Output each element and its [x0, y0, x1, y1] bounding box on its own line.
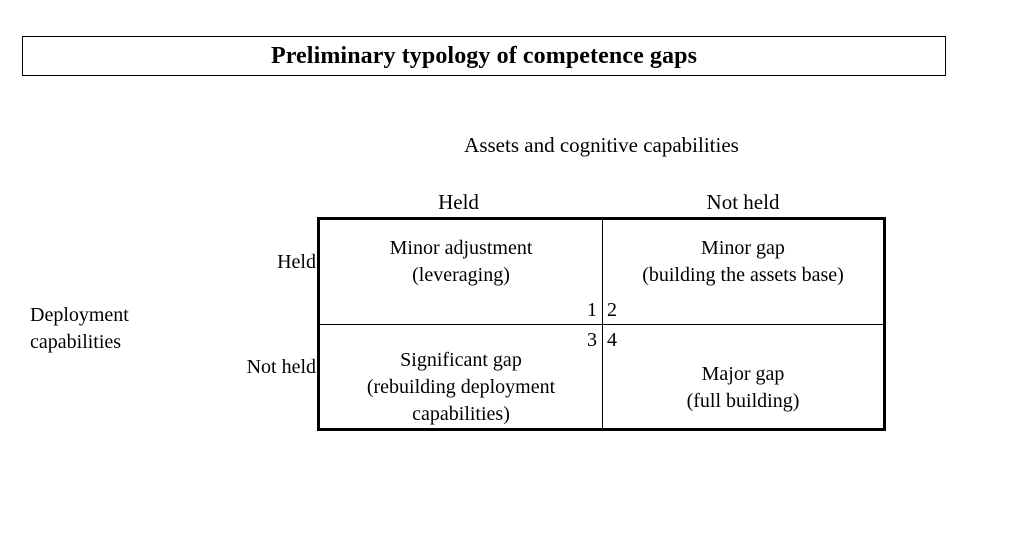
matrix-cell-1-label: Minor adjustment (leveraging) [389, 237, 533, 286]
title-box: Preliminary typology of competence gaps [22, 36, 946, 76]
matrix-cell-4: Major gap (full building) 4 [603, 325, 883, 428]
column-header-held: Held [438, 190, 479, 214]
row-axis-label: Deployment capabilities [30, 304, 129, 353]
matrix-cell-2: Minor gap (building the assets base) 2 [603, 220, 883, 325]
column-header-not-held: Not held [706, 190, 780, 214]
matrix-cell-3-number: 3 [587, 329, 597, 351]
matrix-cell-4-label: Major gap (full building) [686, 362, 800, 412]
row-header-not-held: Not held [246, 356, 316, 378]
competence-gap-matrix: Minor adjustment (leveraging) 1 Minor ga… [317, 217, 886, 431]
row-header-held: Held [277, 251, 316, 273]
matrix-cell-2-label: Minor gap (building the assets base) [642, 237, 844, 286]
matrix-cell-4-number: 4 [607, 329, 617, 351]
page-title: Preliminary typology of competence gaps [270, 43, 698, 69]
matrix-cell-2-number: 2 [607, 299, 617, 321]
matrix-cell-3-label: Significant gap (rebuilding deployment c… [366, 349, 556, 425]
matrix-cell-1-number: 1 [587, 299, 597, 321]
matrix-cell-3: Significant gap (rebuilding deployment c… [320, 325, 603, 428]
column-axis-label: Assets and cognitive capabilities [464, 133, 739, 157]
matrix-cell-1: Minor adjustment (leveraging) 1 [320, 220, 603, 325]
